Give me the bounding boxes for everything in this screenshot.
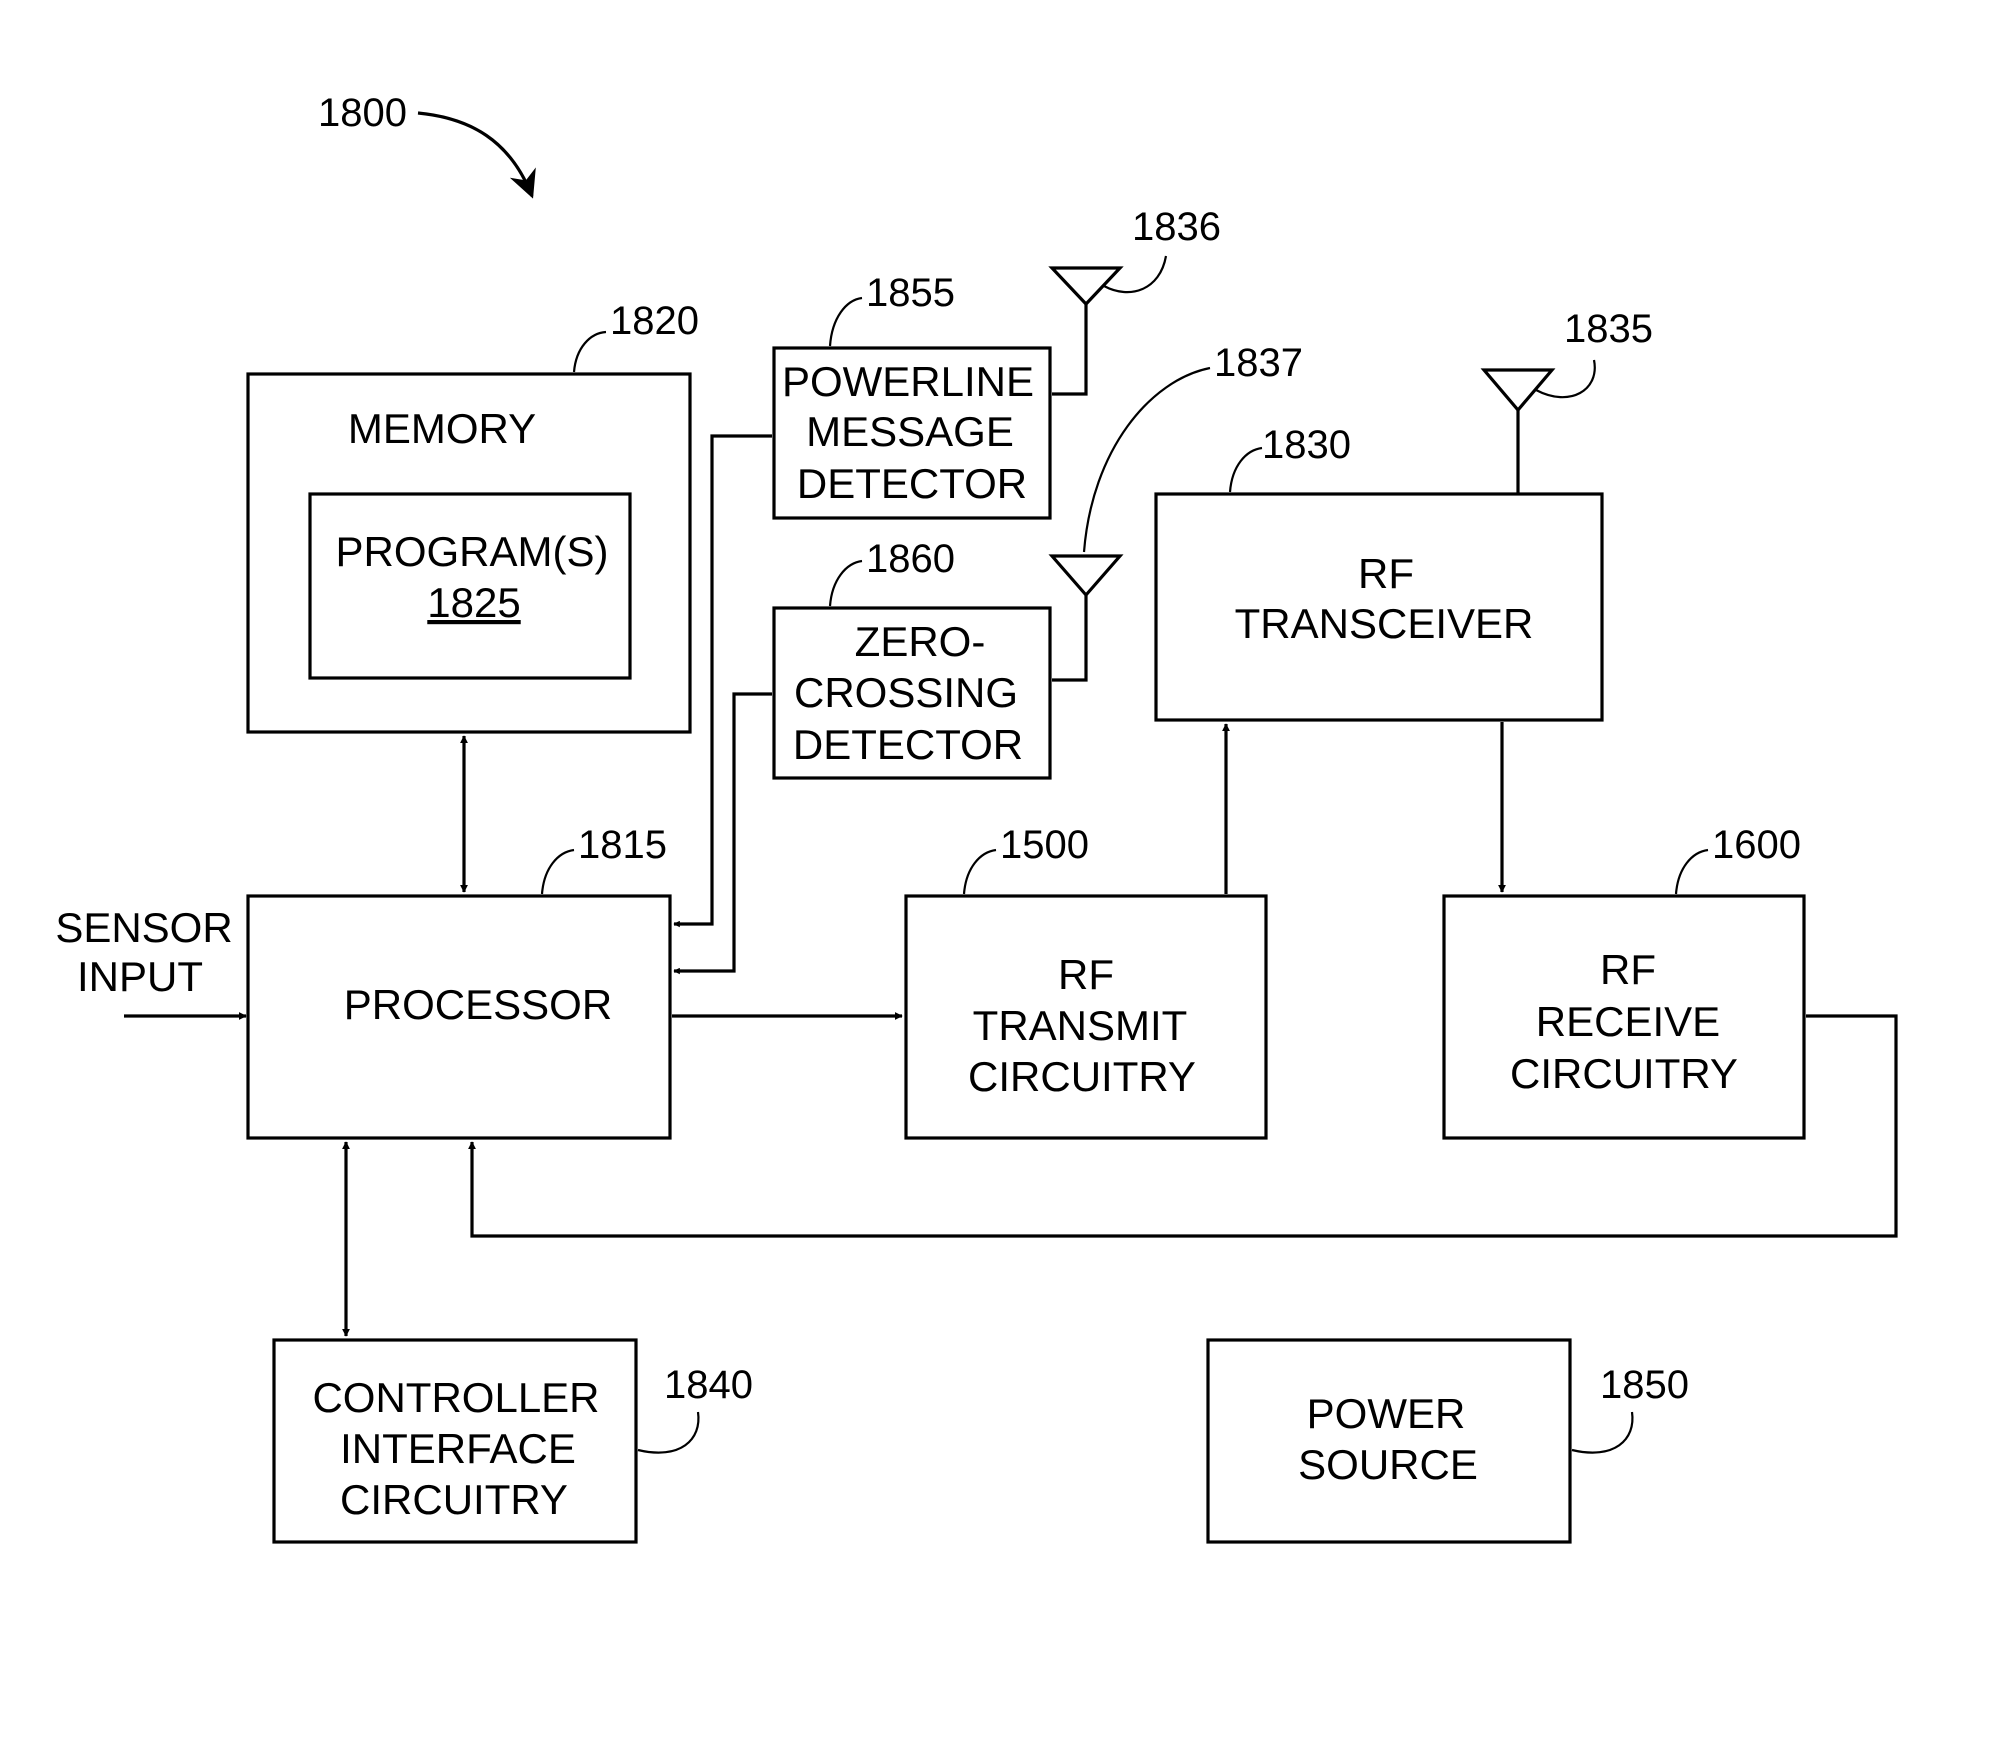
zero-crossing-line3: DETECTOR <box>793 721 1023 768</box>
rf-transmit-block: RF TRANSMIT CIRCUITRY <box>906 896 1266 1138</box>
memory-ref: 1820 <box>610 299 699 343</box>
processor-ref-leader <box>542 850 574 894</box>
power-source-line2: SOURCE <box>1298 1441 1478 1488</box>
memory-title: MEMORY <box>348 405 536 452</box>
program-title: PROGRAM(S) <box>336 528 609 575</box>
rf-receive-line3: CIRCUITRY <box>1510 1050 1738 1097</box>
rf-transceiver-ref: 1830 <box>1262 423 1351 467</box>
zero-crossing-detector-block: ZERO- CROSSING DETECTOR <box>774 608 1050 778</box>
powerline-ref-leader <box>830 298 862 346</box>
processor-title: PROCESSOR <box>344 981 612 1028</box>
zero-crossing-antenna-icon <box>1052 556 1120 680</box>
rf-transmit-line3: CIRCUITRY <box>968 1053 1196 1100</box>
zero-crossing-ref-leader <box>830 561 862 606</box>
rf-transceiver-line2: TRANSCEIVER <box>1235 600 1534 647</box>
rf-transceiver-antenna-icon <box>1484 370 1552 494</box>
powerline-antenna-icon <box>1052 268 1120 394</box>
zero-crossing-line2: CROSSING <box>794 669 1018 716</box>
powerline-antenna-ref: 1836 <box>1132 205 1221 249</box>
controller-interface-ref-leader <box>638 1412 698 1453</box>
figure-ref-label: 1800 <box>318 91 407 135</box>
rf-receive-line2: RECEIVE <box>1536 998 1720 1045</box>
power-source-line1: POWER <box>1307 1390 1466 1437</box>
controller-interface-ref: 1840 <box>664 1363 753 1407</box>
rf-transceiver-block: RF TRANSCEIVER <box>1156 494 1602 720</box>
powerline-ref: 1855 <box>866 271 955 315</box>
rf-transceiver-antenna-ref: 1835 <box>1564 307 1653 351</box>
figure-ref-arrow <box>418 113 532 196</box>
processor-block: PROCESSOR <box>248 896 670 1138</box>
controller-interface-block: CONTROLLER INTERFACE CIRCUITRY <box>274 1340 636 1542</box>
sensor-input-line2: INPUT <box>77 953 203 1000</box>
power-source-block: POWER SOURCE <box>1208 1340 1570 1542</box>
rf-transmit-line2: TRANSMIT <box>973 1002 1188 1049</box>
power-source-ref: 1850 <box>1600 1363 1689 1407</box>
controller-interface-line3: CIRCUITRY <box>340 1476 568 1523</box>
powerline-line1: POWERLINE <box>782 358 1034 405</box>
rf-receive-ref-leader <box>1676 850 1708 894</box>
powerline-line3: DETECTOR <box>797 460 1027 507</box>
zero-crossing-to-processor-connector <box>674 694 772 971</box>
rf-transmit-line1: RF <box>1058 951 1114 998</box>
program-ref: 1825 <box>427 579 520 626</box>
program-block: PROGRAM(S) 1825 <box>310 494 630 678</box>
zero-crossing-ref: 1860 <box>866 537 955 581</box>
sensor-input-line1: SENSOR <box>55 904 232 951</box>
rf-transmit-ref-leader <box>964 850 996 894</box>
rf-transceiver-line1: RF <box>1358 550 1414 597</box>
controller-interface-line2: INTERFACE <box>340 1425 576 1472</box>
controller-interface-line1: CONTROLLER <box>312 1374 599 1421</box>
powerline-detector-block: POWERLINE MESSAGE DETECTOR <box>774 348 1050 518</box>
rf-transmit-ref: 1500 <box>1000 823 1089 867</box>
powerline-line2: MESSAGE <box>806 408 1014 455</box>
zero-crossing-line1: ZERO- <box>855 618 986 665</box>
rf-receive-ref: 1600 <box>1712 823 1801 867</box>
rf-transceiver-ref-leader <box>1230 448 1262 492</box>
power-source-ref-leader <box>1572 1412 1632 1453</box>
rf-receive-line1: RF <box>1600 946 1656 993</box>
zero-crossing-antenna-ref: 1837 <box>1214 341 1303 385</box>
processor-ref: 1815 <box>578 823 667 867</box>
rf-receive-block: RF RECEIVE CIRCUITRY <box>1444 896 1804 1138</box>
memory-ref-leader <box>574 332 606 372</box>
